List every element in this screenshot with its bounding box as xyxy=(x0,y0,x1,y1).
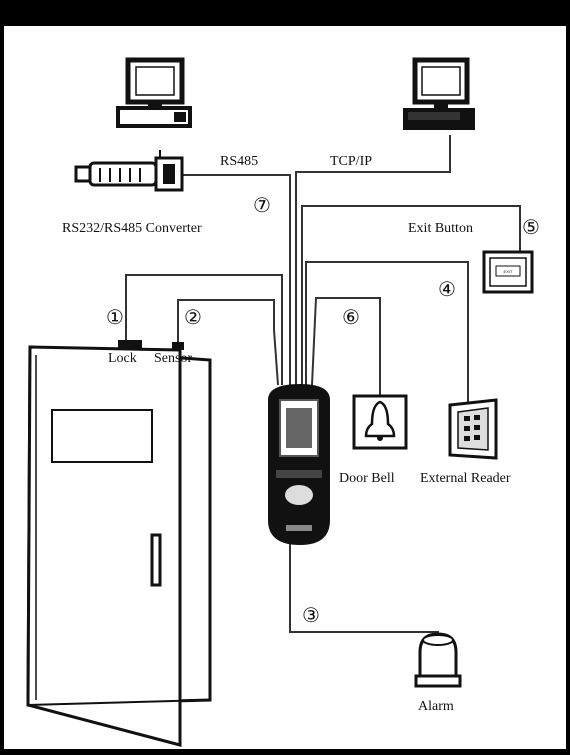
exit-button-label: Exit Button xyxy=(408,221,473,236)
lock-wire xyxy=(125,274,283,385)
exit-button-icon: EXIT xyxy=(482,250,534,294)
wires xyxy=(125,135,521,645)
marker-5: ⑤ xyxy=(522,215,540,239)
marker-3: ③ xyxy=(302,603,320,627)
marker-6: ⑥ xyxy=(342,305,360,329)
marker-2: ② xyxy=(184,305,202,329)
rs485-wire xyxy=(182,174,291,385)
sensor-label: Sensor xyxy=(154,351,192,366)
access-terminal-icon xyxy=(268,384,330,545)
computer-left-icon xyxy=(116,57,192,128)
converter-label: RS232/RS485 Converter xyxy=(62,221,202,236)
computer-right-icon xyxy=(403,57,475,130)
rs485-label: RS485 xyxy=(220,154,258,169)
exit-button-face-text: EXIT xyxy=(504,269,513,274)
external-reader-icon xyxy=(448,398,498,460)
lock-label: Lock xyxy=(108,351,137,366)
exit-button-wire xyxy=(301,205,521,385)
external-reader-label: External Reader xyxy=(420,471,511,486)
door-icon xyxy=(26,340,212,747)
converter-icon xyxy=(74,150,184,192)
marker-7: ⑦ xyxy=(253,193,271,217)
wiring-diagram: EXIT xyxy=(26,57,540,747)
alarm-wire xyxy=(289,540,439,645)
alarm-label: Alarm xyxy=(418,699,454,714)
door-bell-label: Door Bell xyxy=(339,471,395,486)
door-bell-icon xyxy=(352,394,408,450)
marker-4: ④ xyxy=(438,277,456,301)
marker-1: ① xyxy=(106,305,124,329)
tcpip-label: TCP/IP xyxy=(330,154,372,169)
sensor-wire xyxy=(177,299,279,386)
door-bell-wire xyxy=(311,297,381,395)
tcpip-wire xyxy=(295,135,451,385)
external-reader-wire xyxy=(305,261,469,410)
diagram-canvas: EXIT xyxy=(4,26,566,749)
alarm-icon xyxy=(414,632,462,688)
